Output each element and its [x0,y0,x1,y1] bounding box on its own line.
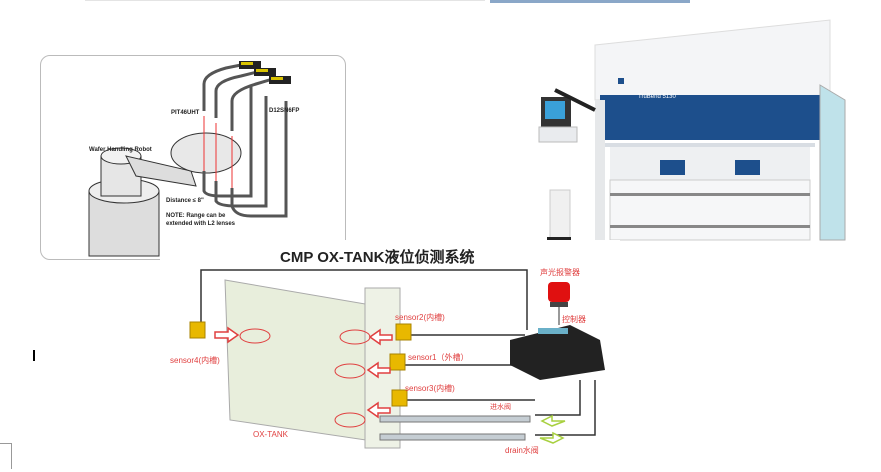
page-corner-mark [0,443,12,469]
robot-label: Wafer Handling Robot [89,147,152,153]
press-brake-image[interactable]: TruBend 5130 [525,15,865,255]
wafer-robot-image[interactable]: PIT46UHT D12SN6FP Wafer Handling Robot D… [40,55,346,260]
sensor-model-label: PIT46UHT [171,110,200,116]
sensor4-label: sensor4(内槽) [170,356,220,365]
note-line-2: extended with L2 lenses [166,221,236,227]
robot-drawing [88,61,291,257]
alarm-label: 声光报警器 [540,268,580,277]
sensor2-label: sensor2(内槽) [395,313,445,322]
ox-tank-diagram[interactable]: CMP OX-TANK液位侦测系统 声光报警器 控制器 sensor2(内槽) … [160,240,620,472]
tank-drawing [189,269,605,449]
amplifier-model-label: D12SN6FP [269,108,300,114]
selection-bar[interactable] [490,0,690,3]
sensor1-label: sensor1（外槽） [408,353,469,362]
press-brake-drawing [538,19,846,249]
text-cursor [33,350,35,361]
note-line-1: NOTE: Range can be [166,213,226,219]
page-edge-line [85,0,485,1]
sensor3-label: sensor3(内槽) [405,384,455,393]
tank-diagram-title: CMP OX-TANK液位侦测系统 [280,249,475,266]
tank-label: OX-TANK [253,430,288,439]
inlet-valve-label: 进水阀 [490,404,511,411]
drain-valve-label: drain水阀 [505,446,539,455]
controller-label: 控制器 [562,315,586,324]
distance-label: Distance ≤ 8" [166,198,204,204]
machine-brand-label: TruBend 5130 [638,94,676,100]
